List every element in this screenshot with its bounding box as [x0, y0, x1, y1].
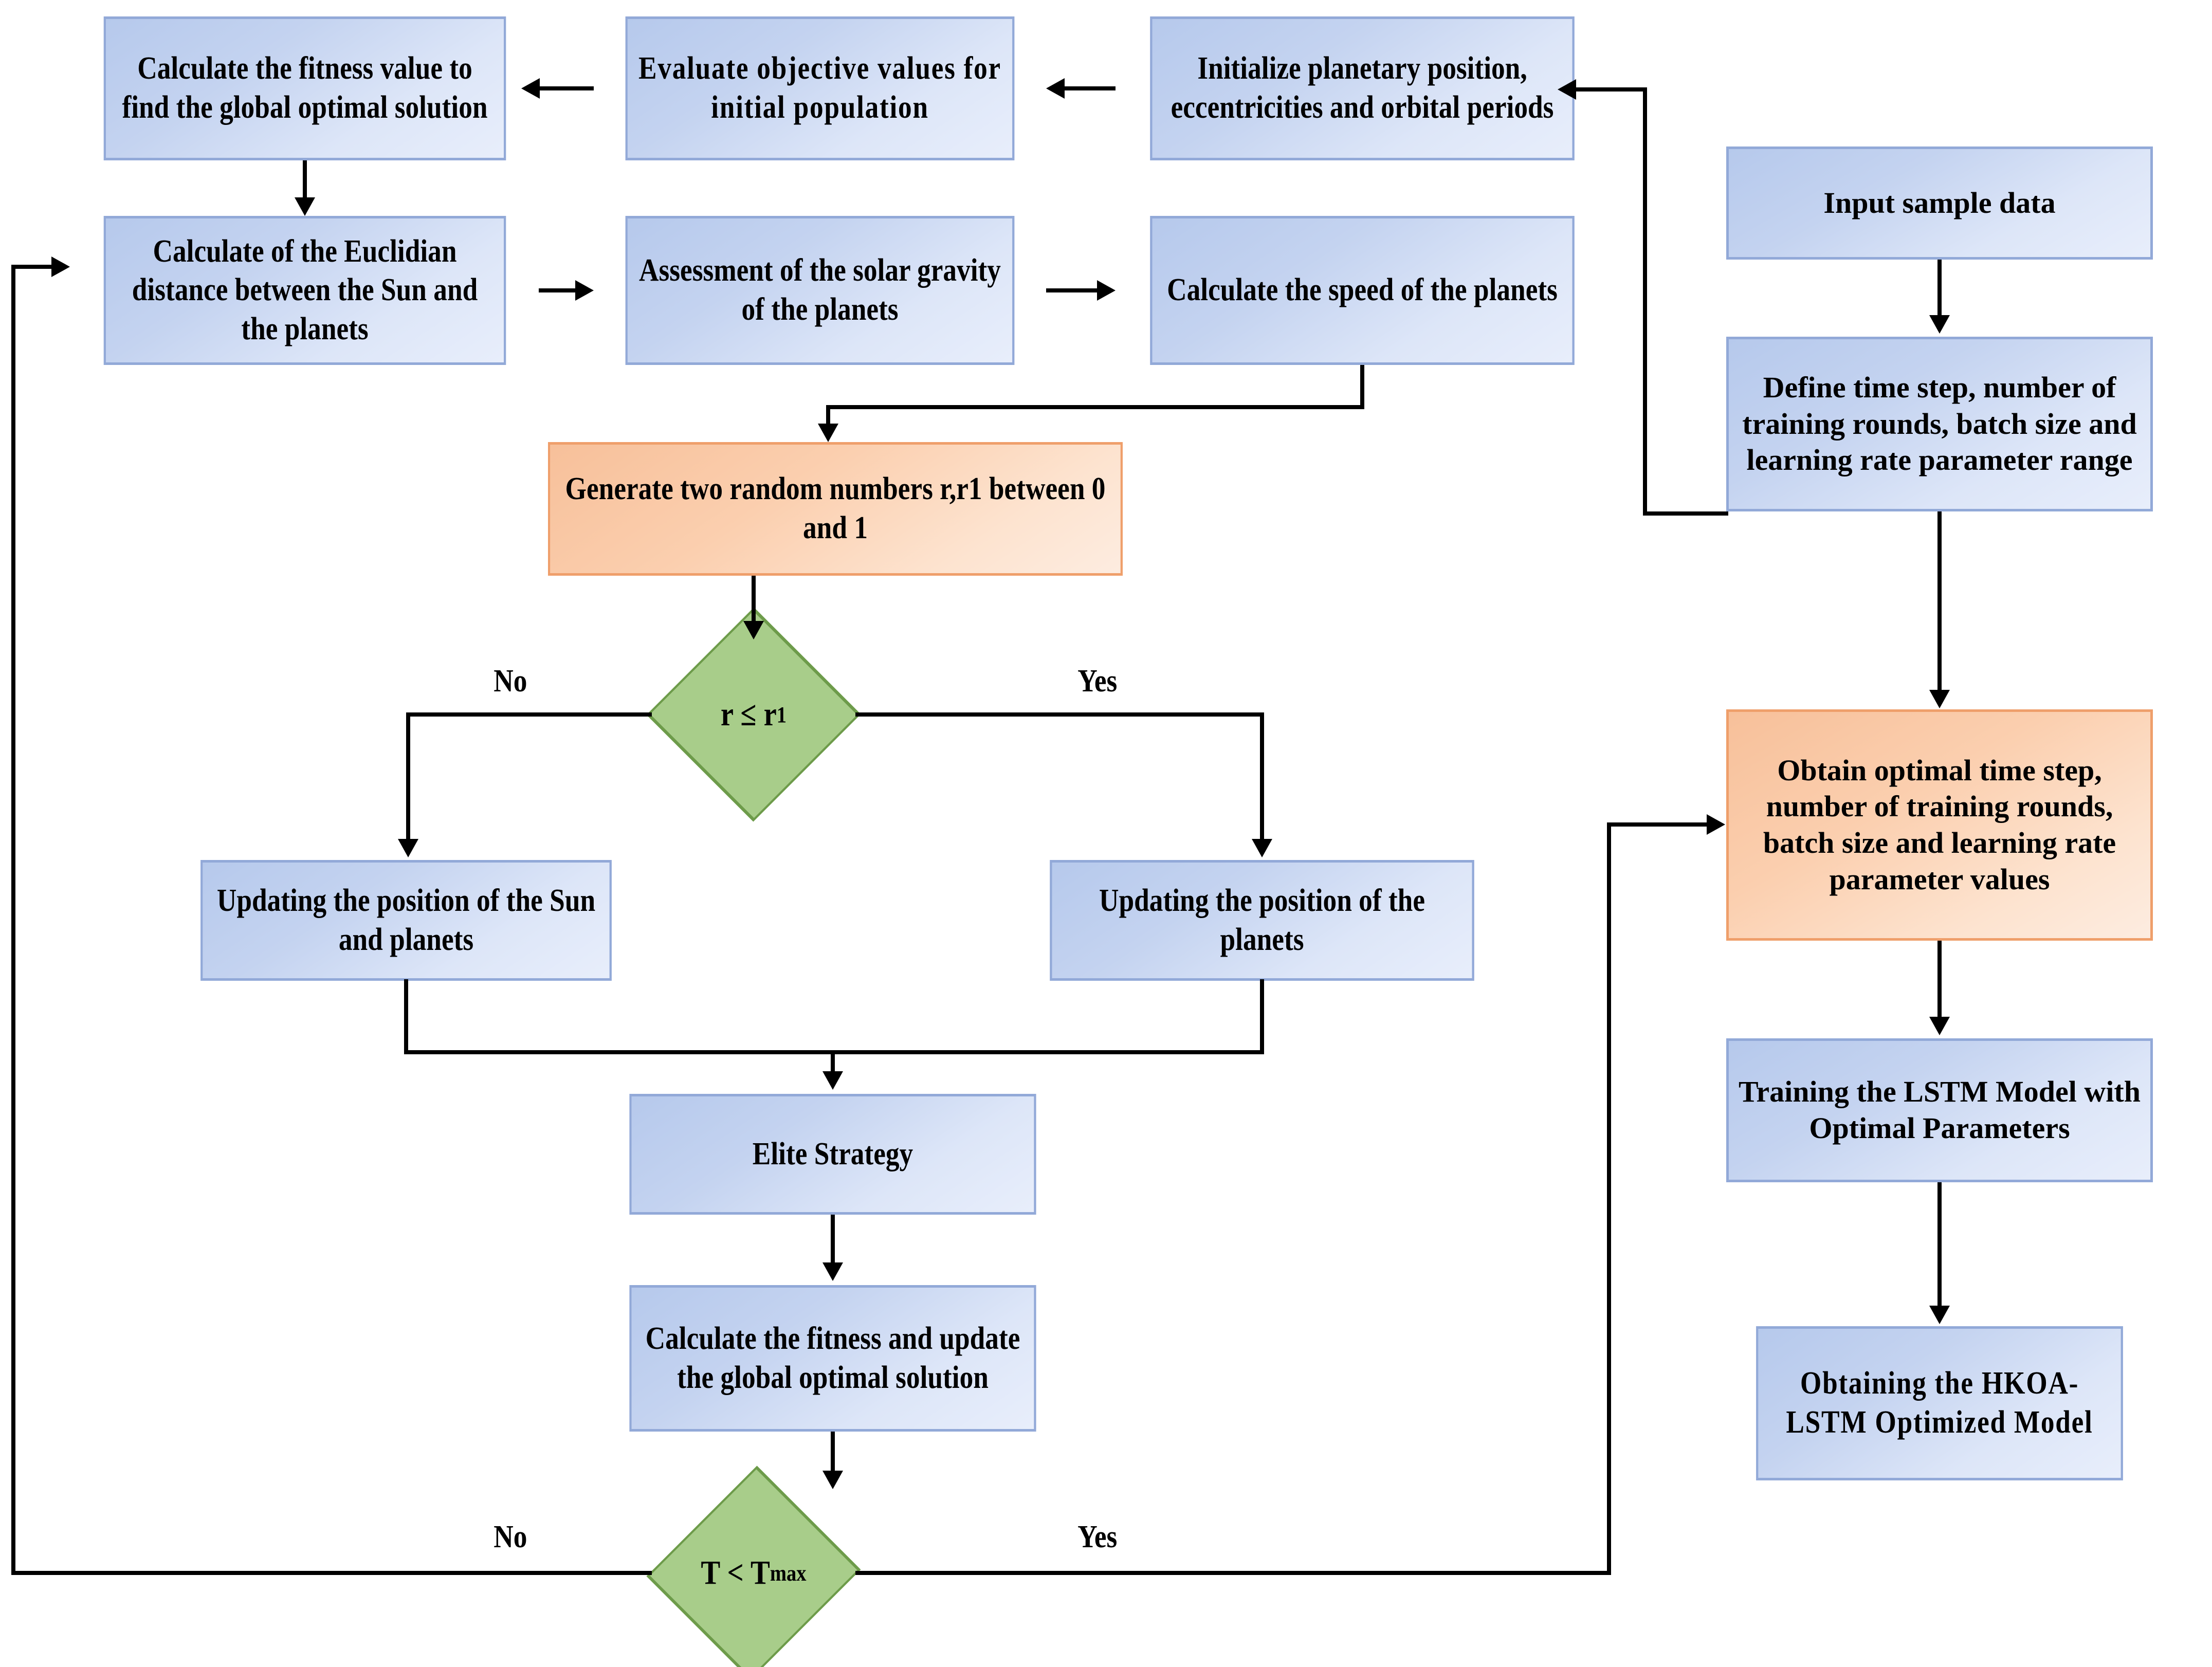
node-elite-strategy[interactable]: Elite Strategy [629, 1094, 1036, 1215]
node-training-lstm[interactable]: Training the LSTM Model with Optimal Par… [1726, 1038, 2153, 1182]
edge-evaluate-to-calcfitness-arrow [521, 78, 540, 99]
edge-r-yes-vertical [1260, 712, 1264, 841]
node-calc-fitness-global[interactable]: Calculate the fitness value to find the … [103, 16, 506, 160]
edge-gravity-to-speed-arrow [1097, 280, 1116, 301]
edge-t-yes-horizontal [855, 1571, 1611, 1575]
edge-calcfitness-to-euclidian [303, 160, 307, 199]
edge-label-r-no: No [493, 664, 527, 699]
edge-training-to-hkoa-arrow [1929, 1306, 1950, 1324]
node-euclidian-distance[interactable]: Calculate of the Euclidian distance betw… [103, 216, 506, 365]
edge-calcfitness-to-euclidian-arrow [295, 197, 315, 216]
node-initialize-planetary[interactable]: Initialize planetary position, eccentric… [1150, 16, 1575, 160]
decision-t-text: T < T [701, 1554, 770, 1591]
edge-elite-to-fitness-arrow [822, 1262, 843, 1281]
edge-speed-to-random [826, 405, 830, 427]
edge-t-yes-arrow [1707, 814, 1725, 835]
edge-euclidian-to-gravity [539, 288, 575, 292]
edge-planets-down [1260, 979, 1264, 1054]
decision-t-subscript: max [770, 1560, 807, 1586]
node-input-sample-data[interactable]: Input sample data [1726, 146, 2153, 260]
edge-label-t-yes: Yes [1077, 1519, 1118, 1554]
edge-merge-to-elite [831, 1050, 835, 1073]
node-obtaining-hkoa[interactable]: Obtaining the HKOA-LSTM Optimized Model [1756, 1326, 2123, 1480]
edge-sunplanets-down [404, 979, 408, 1054]
edge-fitness-to-decision2-arrow [822, 1471, 843, 1489]
edge-t-yes-into-obtain [1607, 822, 1708, 827]
edge-define-left [1643, 511, 1728, 516]
edge-training-to-hkoa [1937, 1182, 1942, 1307]
edge-r-no-vertical [406, 712, 410, 841]
edge-speed-down [1360, 365, 1364, 409]
edge-define-to-initialize-arrow [1558, 79, 1576, 100]
edge-define-up [1643, 87, 1647, 514]
edge-evaluate-to-calcfitness [540, 86, 594, 90]
edge-random-to-decision-arrow [743, 621, 764, 639]
edge-initialize-to-evaluate [1065, 86, 1116, 90]
edge-obtain-to-training [1937, 941, 1942, 1018]
edge-merge-to-elite-arrow [822, 1071, 843, 1090]
edge-define-into-initialize [1576, 87, 1646, 91]
edge-define-to-obtain-arrow [1929, 690, 1950, 708]
edge-t-no-into-euclidian [11, 265, 52, 269]
edge-fitness-to-decision2 [831, 1432, 835, 1473]
edge-r-no-horizontal [406, 712, 652, 717]
node-planet-speed[interactable]: Calculate the speed of the planets [1150, 216, 1575, 365]
edge-elite-to-fitness [831, 1215, 835, 1263]
edge-t-no-horizontal [11, 1571, 652, 1575]
node-evaluate-objective[interactable]: Evaluate objective values for initial po… [625, 16, 1015, 160]
edge-input-to-define [1937, 260, 1942, 316]
edge-label-r-yes: Yes [1077, 664, 1118, 699]
edge-r-yes-horizontal [855, 712, 1264, 717]
node-update-planets[interactable]: Updating the position of the planets [1050, 860, 1474, 981]
edge-t-no-vertical [11, 265, 15, 1575]
edge-t-no-arrow [51, 257, 70, 277]
node-obtain-optimal[interactable]: Obtain optimal time step, number of trai… [1726, 709, 2153, 941]
edge-speed-to-random-arrow [818, 424, 838, 442]
node-generate-random[interactable]: Generate two random numbers r,r1 between… [548, 442, 1123, 576]
edge-r-no-arrow [398, 839, 418, 857]
node-solar-gravity[interactable]: Assessment of the solar gravity of the p… [625, 216, 1015, 365]
decision-r-text: r ≤ r [720, 695, 777, 733]
edge-t-yes-vertical [1607, 822, 1611, 1575]
edge-random-to-decision [752, 576, 756, 623]
decision-r-subscript: 1 [776, 702, 787, 727]
node-calc-fitness-update[interactable]: Calculate the fitness and update the glo… [629, 1285, 1036, 1432]
edge-input-to-define-arrow [1929, 315, 1950, 334]
edge-define-to-obtain [1937, 511, 1942, 691]
edge-initialize-to-evaluate-arrow [1046, 78, 1065, 99]
edge-speed-left [826, 405, 1364, 409]
edge-label-t-no: No [493, 1519, 527, 1554]
edge-gravity-to-speed [1046, 288, 1097, 292]
node-define-time-step[interactable]: Define time step, number of training rou… [1726, 337, 2153, 511]
edge-euclidian-to-gravity-arrow [575, 280, 594, 301]
node-update-sun-planets[interactable]: Updating the position of the Sun and pla… [200, 860, 612, 981]
edge-obtain-to-training-arrow [1929, 1017, 1950, 1035]
edge-r-yes-arrow [1252, 839, 1272, 857]
